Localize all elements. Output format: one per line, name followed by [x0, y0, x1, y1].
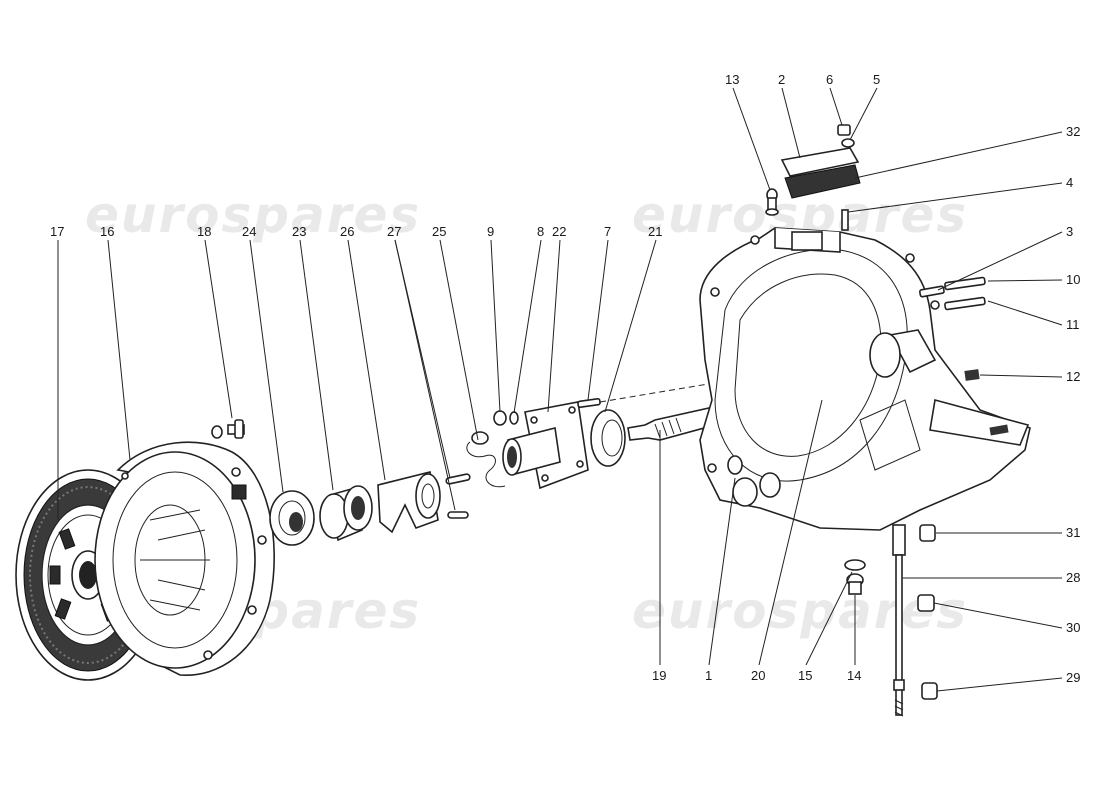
callout-26: 26	[340, 224, 354, 239]
pressure-plate	[94, 441, 275, 676]
nut-and-washer	[493, 410, 519, 426]
grease-nipple	[765, 188, 779, 216]
callout-19: 19	[652, 668, 666, 683]
parts-drawing	[15, 124, 1031, 717]
callout-7: 7	[604, 224, 611, 239]
leader-lines	[57, 87, 1063, 692]
oil-seal	[590, 409, 626, 467]
callout-22: 22	[552, 224, 566, 239]
dowel-pin	[841, 209, 849, 231]
guide-tube	[502, 401, 589, 490]
mounting-bracket	[780, 147, 861, 199]
release-bearing	[269, 490, 315, 546]
callout-12: 12	[1066, 369, 1080, 384]
callout-18: 18	[197, 224, 211, 239]
callout-1: 1	[705, 668, 712, 683]
callout-24: 24	[242, 224, 256, 239]
callout-15: 15	[798, 668, 812, 683]
callout-30: 30	[1066, 620, 1080, 635]
stud	[577, 397, 601, 409]
spring-clip	[466, 431, 506, 488]
pins	[445, 473, 471, 519]
callout-13: 13	[725, 72, 739, 87]
callout-2: 2	[778, 72, 785, 87]
bearing-sleeve	[319, 485, 373, 542]
callout-21: 21	[648, 224, 662, 239]
callout-6: 6	[826, 72, 833, 87]
watermark-text: eurospares	[85, 186, 421, 244]
watermarks: eurospares eurospares eurospares eurospa…	[85, 186, 968, 640]
fork-shaft	[892, 524, 906, 717]
callout-11: 11	[1066, 317, 1080, 332]
housing-studs	[919, 276, 986, 311]
bracket-nut	[837, 124, 855, 148]
callout-9: 9	[487, 224, 494, 239]
drain-plug	[964, 369, 980, 381]
callout-27: 27	[387, 224, 401, 239]
bell-housing	[699, 227, 1031, 531]
callout-20: 20	[751, 668, 765, 683]
callout-28: 28	[1066, 570, 1080, 585]
release-fork	[377, 471, 441, 534]
watermark-text: eurospares	[632, 582, 968, 640]
callout-5: 5	[873, 72, 880, 87]
callout-10: 10	[1066, 272, 1080, 287]
callout-29: 29	[1066, 670, 1080, 685]
callout-4: 4	[1066, 175, 1073, 190]
callout-31: 31	[1066, 525, 1080, 540]
callout-3: 3	[1066, 224, 1073, 239]
callout-16: 16	[100, 224, 114, 239]
callout-14: 14	[847, 668, 861, 683]
callout-8: 8	[537, 224, 544, 239]
bolt-and-washer	[211, 419, 245, 439]
filler-plug	[844, 559, 866, 595]
callout-23: 23	[292, 224, 306, 239]
callout-32: 32	[1066, 124, 1080, 139]
callout-25: 25	[432, 224, 446, 239]
callout-labels: 17 16 18 24 23 26 27 25 9 8 22 7 21 13 2…	[50, 72, 1080, 685]
callout-17: 17	[50, 224, 64, 239]
